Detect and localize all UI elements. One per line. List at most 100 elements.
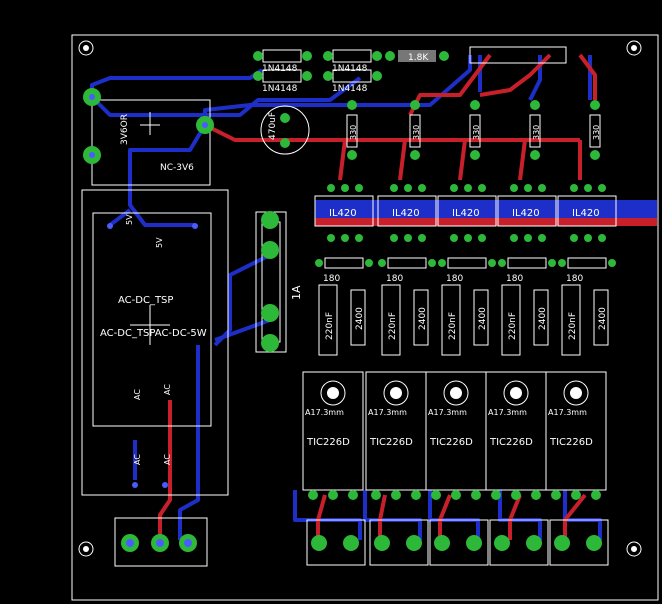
triac-screw: [327, 387, 339, 399]
psu-ac-label: AC: [163, 454, 172, 465]
resistor-2400-label: 2400: [598, 307, 608, 330]
optocoupler-pin: [510, 234, 518, 242]
resistor-1k8: 1.8K: [385, 50, 449, 63]
resistor-330-label: 330: [472, 125, 481, 140]
triac-label: TIC226D: [306, 437, 350, 448]
output-terminal-pad: [374, 535, 390, 551]
optocoupler-pin: [404, 184, 412, 192]
triac-pin: [371, 490, 381, 500]
heatsink-label: A17.3mm: [368, 408, 407, 417]
optocoupler-pin: [418, 234, 426, 242]
optocoupler-pin: [355, 184, 363, 192]
psu-5v-label: 5V: [125, 214, 134, 225]
optocoupler-pin: [341, 184, 349, 192]
optocoupler-pin: [570, 234, 578, 242]
output-terminal-pad: [494, 535, 510, 551]
board-outline: [71, 34, 659, 601]
triac-pin: [591, 490, 601, 500]
triac-pin: [308, 490, 318, 500]
triac-pin: [411, 490, 421, 500]
relay-main: 3V6OR NC-3V6: [83, 88, 214, 186]
capacitor-220nf-body: [561, 284, 581, 356]
optocoupler-pin: [478, 234, 486, 242]
heatsink-label: A17.3mm: [548, 408, 587, 417]
resistor-330-pad: [590, 150, 600, 160]
triac-mounting-hole: [563, 380, 589, 406]
triac-mounting-hole: [320, 380, 346, 406]
capacitor-220nf-body: [381, 284, 401, 356]
resistor-180-body: [567, 257, 607, 269]
triac-label: TIC226D: [369, 437, 413, 448]
optocoupler-pin: [524, 234, 532, 242]
psu-module: AC-DC_TSP AC-DC_TSPAC-DC-5W 5V 5V AC AC …: [81, 189, 229, 496]
resistor-180-pad: [608, 259, 616, 267]
capacitor-220nf-body: [318, 284, 338, 356]
output-terminal-pad: [526, 535, 542, 551]
triac-screw: [450, 387, 462, 399]
optocoupler-pin: [584, 234, 592, 242]
resistor-330-body: [346, 114, 358, 148]
resistor-330-pad: [347, 150, 357, 160]
triac-pin: [348, 490, 358, 500]
triac-pin: [571, 490, 581, 500]
optocoupler-pin: [327, 184, 335, 192]
resistor-180-pad: [428, 259, 436, 267]
optocoupler-body: [497, 195, 557, 227]
resistor-2400-label: 2400: [355, 307, 365, 330]
output-terminal-pad: [586, 535, 602, 551]
psu-value-label: AC-DC_TSPAC-DC-5W: [100, 328, 207, 339]
heatsink-label: A17.3mm: [428, 408, 467, 417]
triac-pin: [391, 490, 401, 500]
output-terminal-pad: [434, 535, 450, 551]
resistor-180-body: [447, 257, 487, 269]
output-terminal-pad: [466, 535, 482, 551]
capacitor-220nf-label: 220nF: [325, 312, 335, 340]
resistor-330-pad: [410, 100, 420, 110]
output-terminal-pad: [343, 535, 359, 551]
output-terminal-pad: [311, 535, 327, 551]
triac-mounting-hole: [443, 380, 469, 406]
triac-pin: [328, 490, 338, 500]
fuse-label: 1A: [290, 285, 303, 300]
optocoupler-body: [437, 195, 497, 227]
triac-label: TIC226D: [429, 437, 473, 448]
mounting-hole-bottom-right: [626, 541, 642, 557]
optocoupler-pin: [598, 184, 606, 192]
fuse-holder: 1A: [255, 211, 303, 353]
resistor-180-pad: [378, 259, 386, 267]
resistor-180-label: 180: [323, 274, 340, 284]
diode-label: 1N4148: [262, 64, 298, 74]
optocoupler-body: [557, 195, 617, 227]
diode-label: 1N4148: [332, 84, 368, 94]
capacitor-220nf-label: 220nF: [448, 312, 458, 340]
bottom-copper-traces: [90, 55, 657, 540]
resistor-180-pad: [498, 259, 506, 267]
diode-d4: 1N4148: [323, 69, 382, 94]
resistor-330-pad: [530, 100, 540, 110]
diode-label: 1N4148: [262, 84, 298, 94]
resistor-180-label: 180: [566, 274, 583, 284]
resistor-330-body: [409, 114, 421, 148]
optocoupler-pin: [404, 234, 412, 242]
resistor-label: 1.8K: [408, 53, 429, 63]
resistor-330-body: [529, 114, 541, 148]
capacitor-220nf-label: 220nF: [508, 312, 518, 340]
resistor-330-pad: [410, 150, 420, 160]
resistor-2400-body: [473, 289, 489, 346]
resistor-180-pad: [315, 259, 323, 267]
output-terminal-block: [549, 519, 609, 566]
optocoupler-pin: [524, 184, 532, 192]
capacitor-220nf-label: 220nF: [568, 312, 578, 340]
triac-pin: [471, 490, 481, 500]
optocoupler-label: IL420: [329, 208, 357, 219]
resistor-180-body: [507, 257, 547, 269]
output-terminal-block: [306, 519, 366, 566]
resistor-180-body: [387, 257, 427, 269]
output-terminal-block: [489, 519, 549, 566]
triac-label: TIC226D: [549, 437, 593, 448]
psu-ac-label: AC: [133, 389, 142, 400]
optocoupler-pin: [390, 234, 398, 242]
